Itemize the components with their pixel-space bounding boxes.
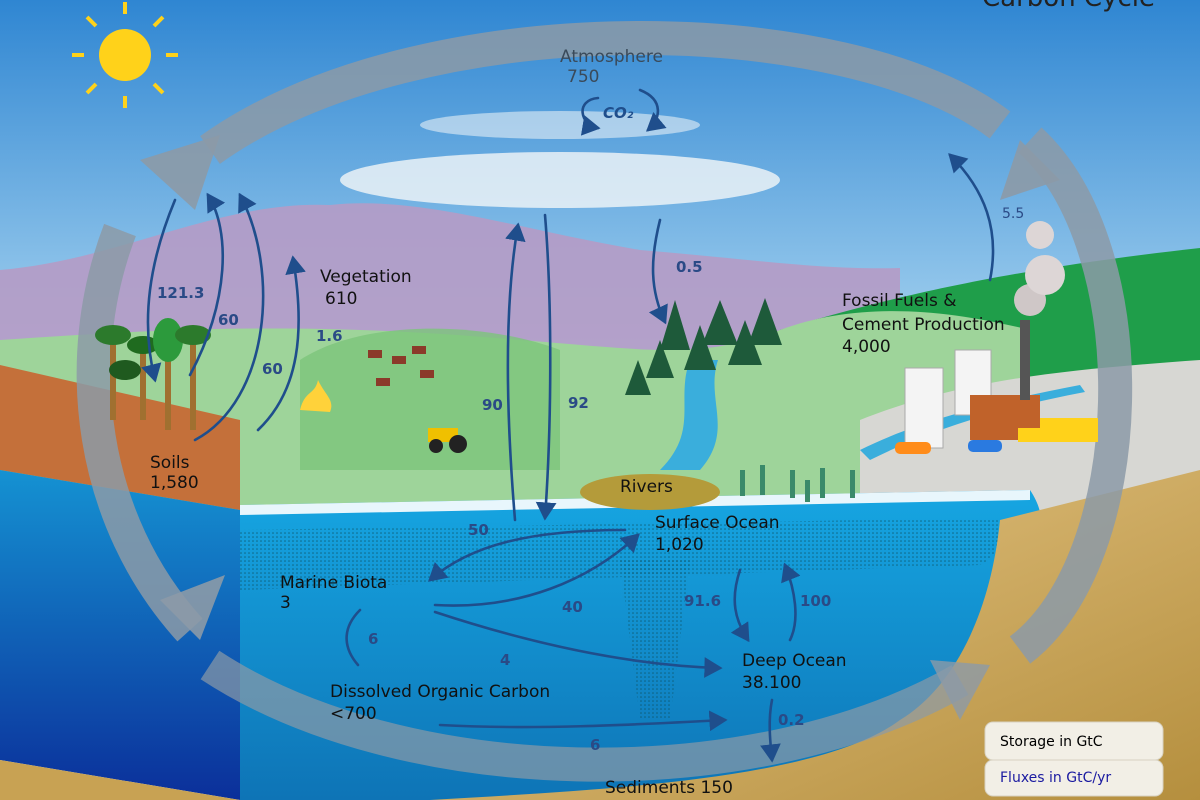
ocean-wall xyxy=(0,470,240,800)
seafloor xyxy=(430,470,1200,800)
flux-soil-resp: 121.3 xyxy=(157,284,204,302)
cloud xyxy=(420,111,700,139)
vegetation-value: 610 xyxy=(325,289,357,309)
river xyxy=(660,360,718,470)
legend-flux-box xyxy=(984,759,1164,797)
co2-label: CO₂ xyxy=(603,104,634,122)
doc-label: Dissolved Organic Carbon xyxy=(330,682,550,702)
vehicles-icon xyxy=(895,418,1098,454)
flux-photo: 60 xyxy=(218,311,239,329)
atmosphere-label: Atmosphere xyxy=(560,47,663,67)
farm-hill xyxy=(300,328,560,470)
cycle-arc-left xyxy=(76,223,203,642)
forest-left-icon xyxy=(95,318,211,430)
cattle-icon xyxy=(368,346,434,386)
flux-from-biota: 40 xyxy=(562,598,583,616)
sediments-label: Sediments 150 xyxy=(605,778,733,798)
tractor-icon xyxy=(428,428,467,453)
river-delta xyxy=(580,474,720,510)
diagram-title: Carbon Cycle xyxy=(982,0,1155,13)
doc-value: <700 xyxy=(330,704,377,724)
flux-fossil: 5.5 xyxy=(1002,206,1024,222)
flux-doc-loop: 6 xyxy=(368,630,378,648)
fossil-value: 4,000 xyxy=(842,337,891,357)
fossil-label-1: Fossil Fuels & xyxy=(842,291,956,311)
flux-river: 0.5 xyxy=(676,258,703,276)
surface-ocean-label: Surface Ocean xyxy=(655,513,780,533)
soils-value: 1,580 xyxy=(150,473,199,493)
marine-biota-value: 3 xyxy=(280,593,291,613)
soils-label: Soils xyxy=(150,453,190,473)
flux-surface-deep: 91.6 xyxy=(684,592,721,610)
cycle-arrowhead xyxy=(1000,140,1060,200)
coastal-plants-icon xyxy=(740,465,855,502)
cycle-arc-right xyxy=(1009,127,1133,664)
deep-ocean-label: Deep Ocean xyxy=(742,651,847,671)
sun-icon xyxy=(72,2,178,108)
sinking-carbon xyxy=(620,560,690,720)
legend-storage: Storage in GtC xyxy=(1000,734,1103,750)
soil-block xyxy=(0,365,240,510)
flux-resp: 60 xyxy=(262,360,283,378)
cycle-arrowhead xyxy=(160,575,225,640)
rivers-label: Rivers xyxy=(620,477,673,497)
surface-ocean-value: 1,020 xyxy=(655,535,704,555)
legend-fluxes: Fluxes in GtC/yr xyxy=(1000,770,1111,786)
legend: Storage in GtC Fluxes in GtC/yr xyxy=(984,721,1164,797)
flux-ocean-release: 90 xyxy=(482,396,503,414)
vegetation-label: Vegetation xyxy=(320,267,412,287)
flux-arrows xyxy=(141,88,995,763)
flux-biota-deep: 4 xyxy=(500,651,510,669)
cloud xyxy=(340,152,780,208)
atmosphere-value: 750 xyxy=(567,67,599,87)
flux-doc-deep: 6 xyxy=(590,736,600,754)
cycle-arc-bottom xyxy=(200,650,969,782)
fossil-label-2: Cement Production xyxy=(842,315,1005,335)
flux-to-biota: 50 xyxy=(468,521,489,539)
deep-ocean-value: 38.100 xyxy=(742,673,801,693)
cycle-arrowhead xyxy=(140,135,220,210)
seafloor-front xyxy=(0,760,240,800)
flux-burial: 0.2 xyxy=(778,711,805,729)
flux-ocean-uptake: 92 xyxy=(568,394,589,412)
marine-biota-label: Marine Biota xyxy=(280,573,387,593)
flux-deep-surface: 100 xyxy=(800,592,831,610)
fire-icon xyxy=(300,380,332,412)
cycle-arrowhead xyxy=(930,660,990,720)
cycle-arc-top xyxy=(200,21,1011,164)
factory-icon xyxy=(904,221,1065,449)
flux-land-use: 1.6 xyxy=(316,327,343,345)
conifer-forest-icon xyxy=(625,298,782,395)
